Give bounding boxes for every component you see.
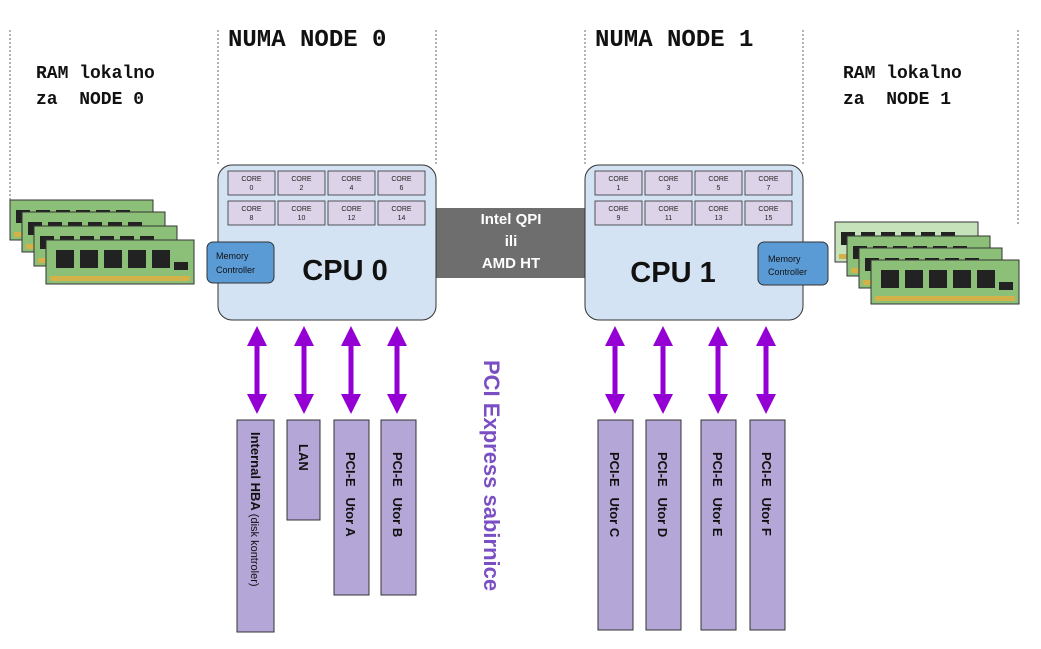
cpu0-package: CORE0CORE2CORE4CORE6CORE8CORE10CORE12COR… <box>217 164 437 321</box>
core-box: CORE 1 <box>594 170 643 196</box>
core-box: CORE 0 <box>227 170 276 196</box>
slot-utor-b <box>380 419 417 596</box>
slot-utor-c <box>597 419 634 631</box>
slot-utor-f <box>749 419 786 631</box>
memory-controller-node1: Memory Controller <box>757 241 829 286</box>
ram-label-node1-line2: za NODE 1 <box>843 90 951 110</box>
expansion-slots-node0: Internal HBA (disk kontroler) LAN PCI-E … <box>236 419 417 633</box>
core-label: CORE <box>291 206 312 213</box>
ram-label-node0-line1: RAM lokalno <box>36 64 155 84</box>
expansion-slots-node1: PCI-E Utor C PCI-E Utor D PCI-E Utor E P… <box>597 419 786 631</box>
core-box: CORE 14 <box>377 200 426 226</box>
core-number: 15 <box>765 215 773 222</box>
core-label: CORE <box>758 206 779 213</box>
core-label: CORE <box>341 206 362 213</box>
mc1-line1: Memory <box>768 254 801 264</box>
core-number: 7 <box>767 185 771 192</box>
core-number: 1 <box>617 185 621 192</box>
core-box: CORE 11 <box>644 200 693 226</box>
core-number: 0 <box>250 185 254 192</box>
core-number: 12 <box>348 215 356 222</box>
core-number: 2 <box>300 185 304 192</box>
node-boundaries <box>9 30 1019 225</box>
core-label: CORE <box>391 206 412 213</box>
core-number: 8 <box>250 215 254 222</box>
core-label: CORE <box>341 176 362 183</box>
core-number: 6 <box>400 185 404 192</box>
core-label: CORE <box>291 176 312 183</box>
slot-utor-c-label: PCI-E Utor C <box>607 452 622 538</box>
core-number: 3 <box>667 185 671 192</box>
core-number: 9 <box>617 215 621 222</box>
core-number: 4 <box>350 185 354 192</box>
cpu1-package: CORE1CORE3CORE5CORE7CORE9CORE11CORE13COR… <box>584 164 804 321</box>
slot-utor-e-label: PCI-E Utor E <box>710 452 725 537</box>
interconnect-line2: ili <box>505 233 518 250</box>
core-box: CORE 15 <box>744 200 793 226</box>
core-number: 5 <box>717 185 721 192</box>
slot-hba <box>236 419 275 633</box>
interconnect-line3: AMD HT <box>482 255 540 272</box>
ram-modules-node0 <box>9 199 195 285</box>
core-box: CORE 8 <box>227 200 276 226</box>
core-number: 11 <box>665 215 672 222</box>
core-label: CORE <box>241 176 262 183</box>
slot-lan <box>286 419 321 521</box>
core-number: 13 <box>715 215 723 222</box>
core-label: CORE <box>608 206 629 213</box>
node1-title: NUMA NODE 1 <box>595 27 753 54</box>
core-box: CORE 2 <box>277 170 326 196</box>
slot-utor-f-label: PCI-E Utor F <box>759 452 774 536</box>
core-box: CORE 12 <box>327 200 376 226</box>
slot-hba-label: Internal HBA (disk kontroler) <box>248 432 263 587</box>
mc0-line2: Controller <box>216 265 255 275</box>
interconnect-bus: Intel QPI ili AMD HT <box>436 208 586 278</box>
core-label: CORE <box>708 206 729 213</box>
mc0-line1: Memory <box>216 251 249 261</box>
slot-utor-e <box>700 419 737 631</box>
core-box: CORE 9 <box>594 200 643 226</box>
core-box: CORE 6 <box>377 170 426 196</box>
core-number: 10 <box>298 215 306 222</box>
core-label: CORE <box>708 176 729 183</box>
ram-modules-node1 <box>834 221 1020 305</box>
memory-controller-node0: Memory Controller <box>206 241 275 284</box>
slot-utor-d <box>645 419 682 631</box>
interconnect-line1: Intel QPI <box>481 211 542 228</box>
node0-title: NUMA NODE 0 <box>228 27 386 54</box>
slot-lan-label: LAN <box>296 444 311 471</box>
core-box: CORE 10 <box>277 200 326 226</box>
core-label: CORE <box>608 176 629 183</box>
cpu1-label: CPU 1 <box>630 257 715 289</box>
core-label: CORE <box>658 206 679 213</box>
cpu0-label: CPU 0 <box>302 255 387 287</box>
ram-label-node0-line2: za NODE 0 <box>36 90 144 110</box>
core-label: CORE <box>241 206 262 213</box>
pcie-arrows <box>247 326 776 414</box>
core-number: 14 <box>398 215 406 222</box>
mc1-line2: Controller <box>768 267 807 277</box>
pcie-bus-label: PCI Express sabirnice <box>479 360 504 591</box>
core-label: CORE <box>758 176 779 183</box>
core-box: CORE 3 <box>644 170 693 196</box>
core-box: CORE 4 <box>327 170 376 196</box>
slot-utor-b-label: PCI-E Utor B <box>390 452 405 537</box>
core-box: CORE 5 <box>694 170 743 196</box>
core-label: CORE <box>658 176 679 183</box>
core-box: CORE 7 <box>744 170 793 196</box>
slot-utor-a <box>333 419 370 596</box>
slot-utor-d-label: PCI-E Utor D <box>655 452 670 537</box>
slot-utor-a-label: PCI-E Utor A <box>343 452 358 537</box>
core-label: CORE <box>391 176 412 183</box>
ram-label-node1-line1: RAM lokalno <box>843 64 962 84</box>
core-box: CORE 13 <box>694 200 743 226</box>
